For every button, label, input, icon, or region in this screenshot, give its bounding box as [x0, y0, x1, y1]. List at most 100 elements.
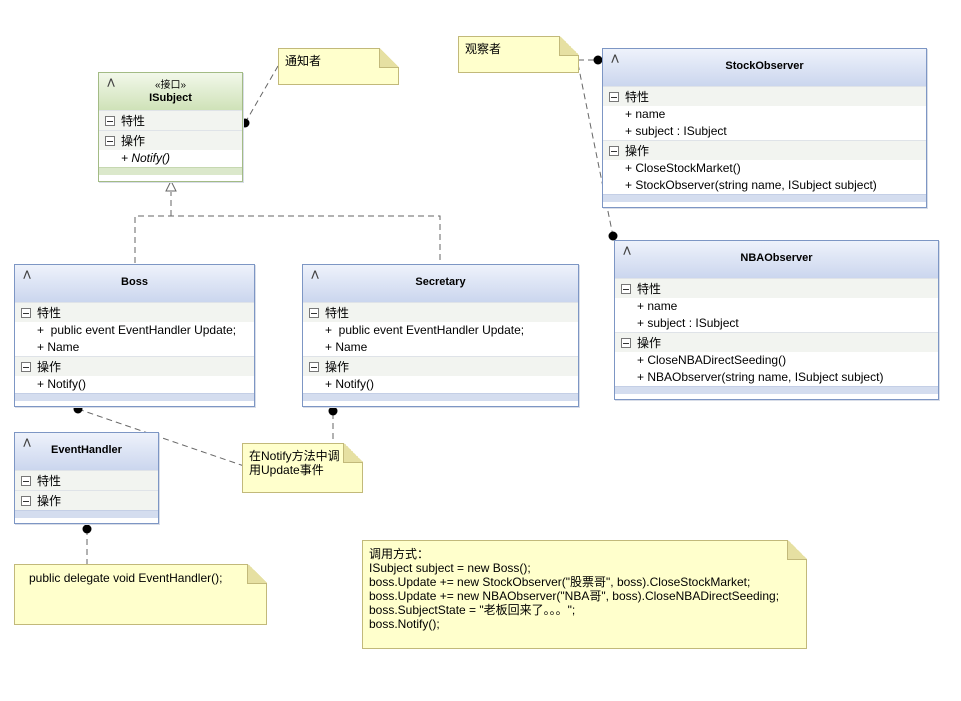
section-label: 特性 — [325, 306, 350, 320]
double-chevron-up-icon[interactable]: ⋀ — [311, 269, 319, 279]
attributes-section-header[interactable]: 特性 — [303, 302, 578, 322]
operations-section-header[interactable]: 操作 — [15, 490, 158, 510]
class-name: Boss — [121, 276, 148, 288]
attributes-section-header[interactable]: 特性 — [603, 86, 926, 106]
operation-item[interactable]: + NBAObserver(string name, ISubject subj… — [637, 370, 884, 384]
section-label: 操作 — [37, 494, 62, 508]
class-stockobserver[interactable]: ⋀ StockObserver 特性 + name + subject : IS… — [602, 48, 927, 208]
double-chevron-up-icon[interactable]: ⋀ — [23, 269, 31, 279]
class-header[interactable]: ⋀ EventHandler — [15, 433, 158, 470]
collapse-minus-icon[interactable] — [309, 362, 319, 372]
attribute-item[interactable]: + Name — [37, 340, 80, 354]
attribute-item[interactable]: + public event EventHandler Update; — [37, 323, 237, 337]
operation-item[interactable]: + CloseStockMarket() — [625, 161, 741, 175]
collapse-minus-icon[interactable] — [21, 496, 31, 506]
class-name: NBAObserver — [740, 252, 813, 264]
note-fold-icon — [379, 48, 399, 68]
operation-item[interactable]: + Notify() — [121, 151, 171, 165]
attributes-section-header[interactable]: 特性 — [99, 110, 242, 130]
collapse-minus-icon[interactable] — [105, 136, 115, 146]
note-notifier[interactable]: 通知者 — [278, 48, 399, 85]
operations-section-header[interactable]: 操作 — [99, 130, 242, 150]
note-usage[interactable]: 调用方式： ISubject subject = new Boss(); bos… — [362, 540, 807, 649]
section-label: 特性 — [37, 474, 62, 488]
note-text: 调用方式： ISubject subject = new Boss(); bos… — [369, 547, 780, 631]
operations-section-header[interactable]: 操作 — [603, 140, 926, 160]
class-isubject[interactable]: ⋀ «接口» ISubject 特性 操作 + Notify() — [98, 72, 243, 182]
attribute-item[interactable]: + subject : ISubject — [625, 124, 727, 138]
section-label: 操作 — [625, 144, 650, 158]
attribute-item[interactable]: + name — [637, 299, 678, 313]
class-nbaobserver[interactable]: ⋀ NBAObserver 特性 + name + subject : ISub… — [614, 240, 939, 400]
attributes-section-header[interactable]: 特性 — [15, 470, 158, 490]
collapse-minus-icon[interactable] — [105, 116, 115, 126]
class-header[interactable]: ⋀ Secretary — [303, 265, 578, 302]
attributes-section-header[interactable]: 特性 — [15, 302, 254, 322]
note-text: 在Notify方法中调 用Update事件 — [249, 449, 340, 477]
operations-section-header[interactable]: 操作 — [15, 356, 254, 376]
section-label: 操作 — [325, 360, 350, 374]
operation-item[interactable]: + CloseNBADirectSeeding() — [637, 353, 787, 367]
attributes-section-header[interactable]: 特性 — [615, 278, 938, 298]
note-observer[interactable]: 观察者 — [458, 36, 579, 73]
note-fold-icon — [559, 36, 579, 56]
note-text: public delegate void EventHandler(); — [29, 571, 223, 585]
realization-arrowhead — [165, 179, 177, 192]
section-label: 特性 — [37, 306, 62, 320]
anchor-line-notifier — [244, 65, 279, 124]
class-secretary[interactable]: ⋀ Secretary 特性 + public event EventHandl… — [302, 264, 579, 407]
operation-item[interactable]: + StockObserver(string name, ISubject su… — [625, 178, 877, 192]
double-chevron-up-icon[interactable]: ⋀ — [623, 245, 631, 255]
note-text: 观察者 — [465, 42, 502, 56]
class-header[interactable]: ⋀ NBAObserver — [615, 241, 938, 278]
section-label: 特性 — [637, 282, 662, 296]
class-eventhandler[interactable]: ⋀ EventHandler 特性 操作 — [14, 432, 159, 524]
attribute-item[interactable]: + name — [625, 107, 666, 121]
double-chevron-up-icon[interactable]: ⋀ — [611, 53, 619, 63]
attribute-item[interactable]: + public event EventHandler Update; — [325, 323, 525, 337]
note-fold-icon — [247, 564, 267, 584]
class-header[interactable]: ⋀ StockObserver — [603, 49, 926, 86]
operations-section-header[interactable]: 操作 — [303, 356, 578, 376]
class-footer — [303, 393, 578, 401]
section-label: 操作 — [637, 336, 662, 350]
operations-section-header[interactable]: 操作 — [615, 332, 938, 352]
section-label: 操作 — [37, 360, 62, 374]
collapse-minus-icon[interactable] — [309, 308, 319, 318]
note-text: 通知者 — [285, 54, 322, 68]
class-name: EventHandler — [51, 444, 122, 456]
class-footer — [615, 386, 938, 394]
section-label: 操作 — [121, 134, 146, 148]
collapse-minus-icon[interactable] — [621, 284, 631, 294]
collapse-minus-icon[interactable] — [21, 476, 31, 486]
operation-item[interactable]: + Notify() — [325, 377, 375, 391]
note-fold-icon — [787, 540, 807, 560]
anchor-dot-secretary — [328, 406, 338, 416]
collapse-minus-icon[interactable] — [621, 338, 631, 348]
note-fold-icon — [343, 443, 363, 463]
class-boss[interactable]: ⋀ Boss 特性 + public event EventHandler Up… — [14, 264, 255, 407]
double-chevron-up-icon[interactable]: ⋀ — [107, 77, 115, 87]
class-footer — [603, 194, 926, 202]
class-name: Secretary — [415, 276, 466, 288]
class-footer — [15, 393, 254, 401]
section-label: 特性 — [121, 114, 146, 128]
collapse-minus-icon[interactable] — [21, 308, 31, 318]
class-name: StockObserver — [725, 60, 804, 72]
attribute-item[interactable]: + Name — [325, 340, 368, 354]
collapse-minus-icon[interactable] — [609, 92, 619, 102]
section-label: 特性 — [625, 90, 650, 104]
operation-item[interactable]: + Notify() — [37, 377, 87, 391]
attribute-item[interactable]: + subject : ISubject — [637, 316, 739, 330]
stereotype-label: «接口» — [154, 80, 187, 91]
note-notify-call[interactable]: 在Notify方法中调 用Update事件 — [242, 443, 363, 493]
collapse-minus-icon[interactable] — [21, 362, 31, 372]
class-footer — [15, 510, 158, 518]
class-name: ISubject — [149, 92, 192, 104]
class-header[interactable]: ⋀ «接口» ISubject — [99, 73, 242, 110]
collapse-minus-icon[interactable] — [609, 146, 619, 156]
note-delegate[interactable]: public delegate void EventHandler(); — [14, 564, 267, 625]
double-chevron-up-icon[interactable]: ⋀ — [23, 437, 31, 447]
class-header[interactable]: ⋀ Boss — [15, 265, 254, 302]
realization-line-boss — [134, 215, 441, 263]
